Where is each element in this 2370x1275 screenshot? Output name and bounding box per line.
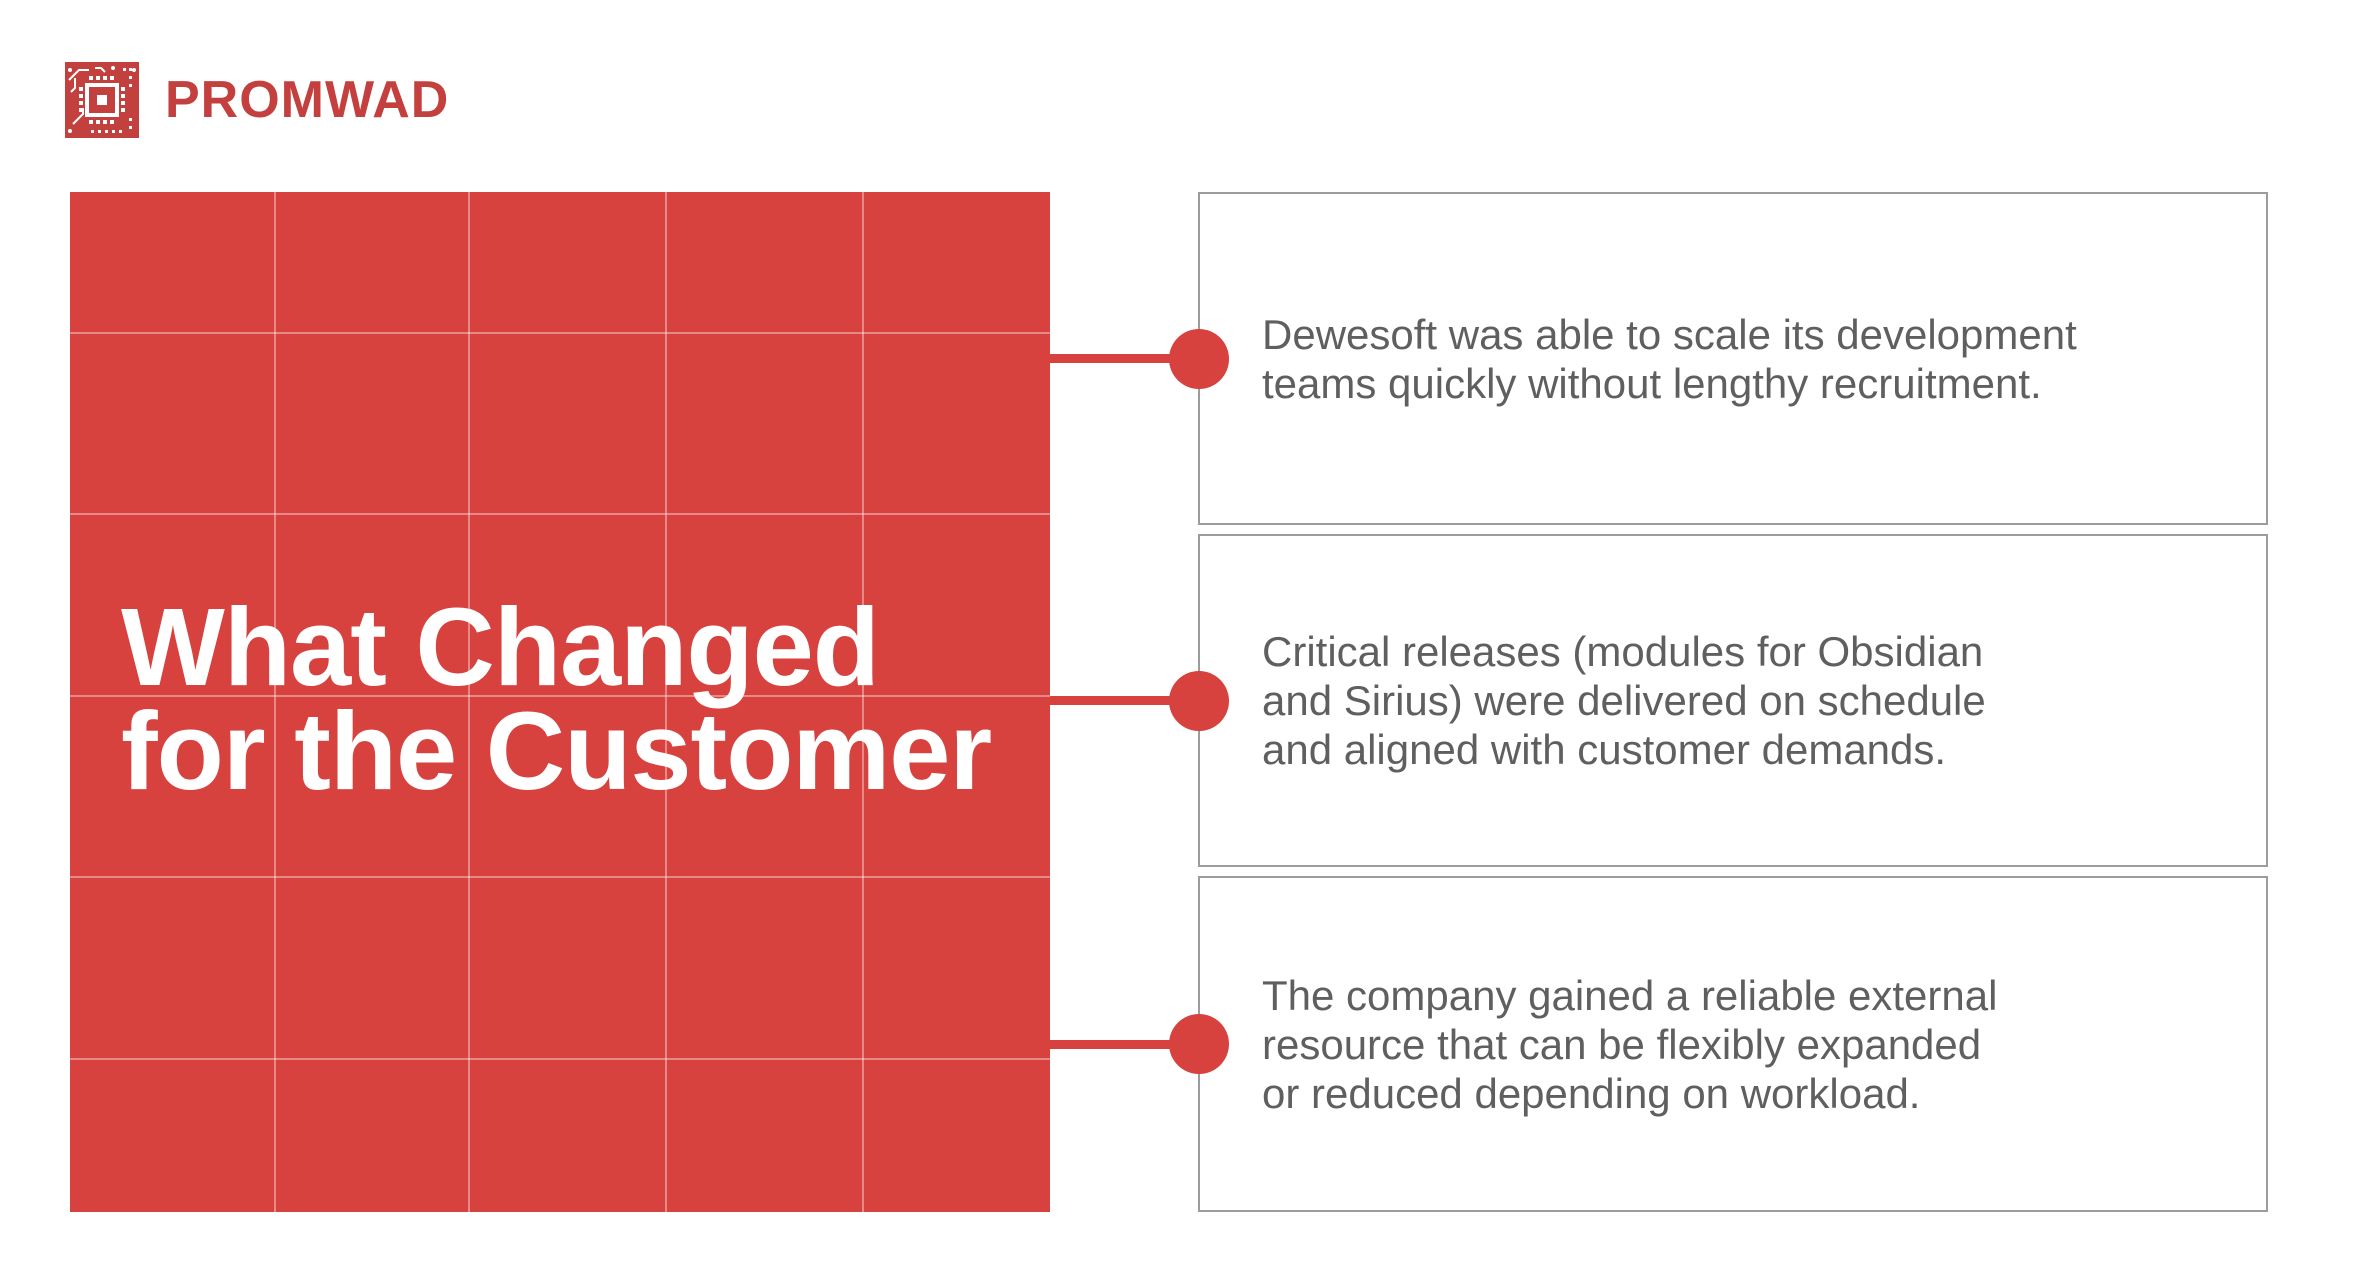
panel-grid-line	[70, 695, 1050, 697]
card-text-line: Critical releases (modules for Obsidian	[1262, 628, 1984, 675]
panel-grid-line	[70, 1058, 1050, 1060]
card-text-line: or reduced depending on workload.	[1262, 1069, 1921, 1117]
slide-title-line-2: for the Customer	[121, 690, 992, 813]
card-text-line: and aligned with customer demands.	[1262, 726, 1947, 773]
panel-grid-line	[70, 513, 1050, 515]
brand-header: PROMWAD	[65, 62, 449, 138]
card-1-text: Dewesoft was able to scale its developme…	[1200, 310, 2127, 408]
slide-title: What Changed for the Customer	[121, 586, 992, 813]
panel-grid-line	[274, 192, 276, 1212]
panel-grid-line	[862, 192, 864, 1212]
card-text-line: teams quickly without lengthy recruitmen…	[1262, 359, 2042, 407]
connector-dot-2	[1169, 670, 1229, 731]
benefit-card-2: Critical releases (modules for Obsidian …	[1050, 534, 2268, 867]
connector-line-1	[1050, 354, 1200, 363]
card-3-text: The company gained a reliable external r…	[1200, 971, 2047, 1118]
benefit-card-3: The company gained a reliable external r…	[1050, 876, 2268, 1212]
panel-grid-line	[70, 876, 1050, 878]
connector-dot-3	[1169, 1014, 1229, 1074]
panel-grid-line	[665, 192, 667, 1212]
connector-line-2	[1050, 696, 1200, 705]
panel-grid-line	[70, 332, 1050, 334]
panel-grid-line	[468, 192, 470, 1212]
connector-dot-1	[1169, 328, 1229, 389]
card-2-text: Critical releases (modules for Obsidian …	[1200, 627, 2036, 774]
card-text-line: resource that can be flexibly expanded	[1262, 1020, 1982, 1068]
connector-line-3	[1050, 1039, 1200, 1049]
benefit-card-1: Dewesoft was able to scale its developme…	[1050, 192, 2268, 525]
title-panel: What Changed for the Customer	[70, 192, 1050, 1212]
slide-title-line-1: What Changed	[121, 586, 880, 709]
card-text-line: and Sirius) were delivered on schedule	[1262, 677, 1986, 724]
card-text-line: The company gained a reliable external	[1262, 971, 1998, 1019]
brand-name: PROMWAD	[165, 71, 450, 129]
promwad-logo-icon	[65, 62, 139, 138]
card-text-line: Dewesoft was able to scale its developme…	[1262, 310, 2077, 358]
